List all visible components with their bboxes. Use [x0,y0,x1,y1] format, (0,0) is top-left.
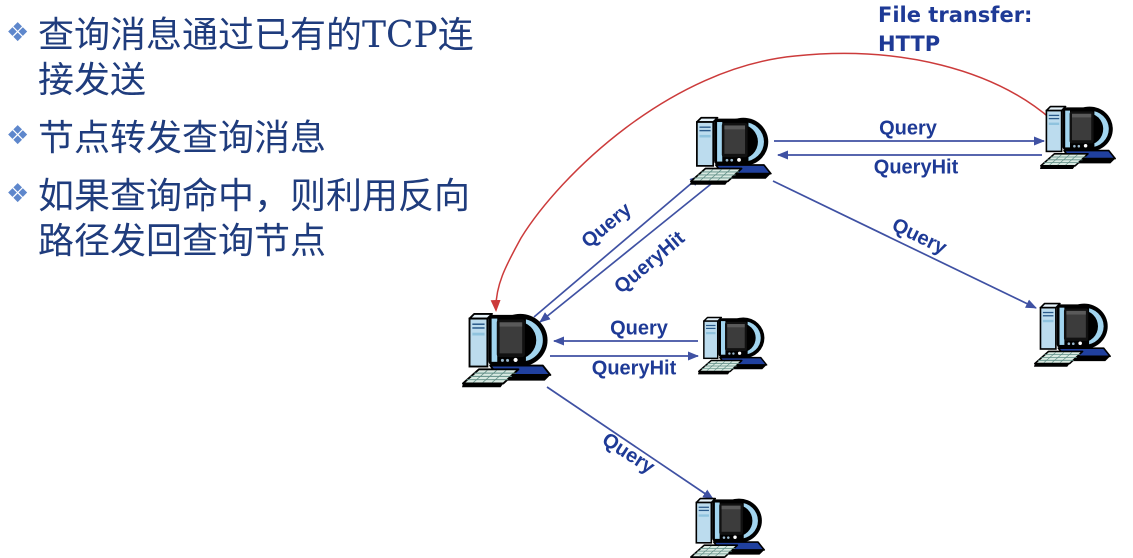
file-transfer-label-line1: File transfer: [878,3,1033,27]
bullet-text-line: 查询消息通过已有的TCP连 [38,15,474,56]
computer-icon-middle-left [461,312,552,389]
queryhit-label-top: QueryHit [873,156,959,179]
bullet-list: ❖ 查询消息通过已有的TCP连 接发送 ❖ 节点转发查询消息 ❖ 如果查询命中，… [6,13,496,277]
query-arrow-bottom-diagonal [546,386,714,500]
bullet-item-2: ❖ 节点转发查询消息 [6,116,496,161]
query-label-top: Query [879,117,937,140]
queryhit-label-middle: QueryHit [591,357,677,380]
computer-icon-bottom [689,497,766,558]
diamond-bullet-icon: ❖ [6,179,30,209]
computer-icon-middle-right [1033,302,1111,368]
query-label-middle: Query [610,317,668,340]
diamond-bullet-icon: ❖ [6,121,30,151]
bullet-text-line: 节点转发查询消息 [38,118,327,159]
computer-icon-top-right [1039,105,1116,170]
bullet-text-line: 如果查询命中，则利用反向 [38,176,471,217]
file-transfer-label-line2: HTTP [878,32,941,56]
file-transfer-arrow [490,52,1053,312]
computer-icon-top-center [689,116,772,186]
bullet-item-3: ❖ 如果查询命中，则利用反向 路径发回查询节点 [6,174,496,264]
queryhit-arrow-left-diagonal [539,183,712,323]
bullet-text-line: 接发送 [38,60,147,101]
bullet-text-line: 路径发回查询节点 [38,221,327,262]
query-arrow-left-diagonal [533,175,701,318]
query-arrow-right-diagonal [772,180,1037,309]
bullet-item-1: ❖ 查询消息通过已有的TCP连 接发送 [6,13,496,103]
diamond-bullet-icon: ❖ [6,18,30,48]
computer-icon-middle-center [697,316,768,376]
file-transfer-label: File transfer: HTTP [878,1,1032,59]
